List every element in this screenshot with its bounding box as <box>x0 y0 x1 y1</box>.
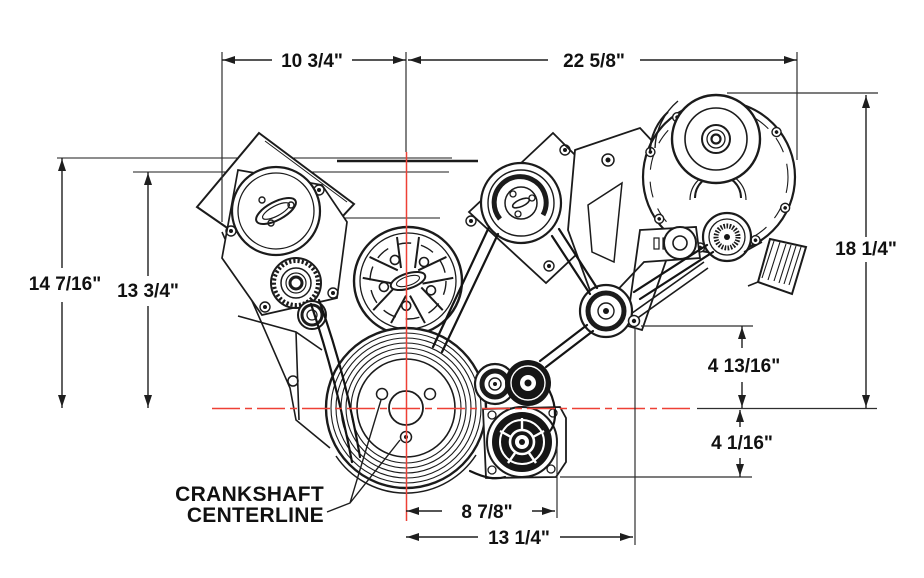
ps-pulley <box>270 257 322 309</box>
crankshaft-centerlines <box>212 152 877 521</box>
dim-label-bottom-outer: 13 1/4" <box>488 528 550 549</box>
spoked-idler-pulley <box>486 406 558 478</box>
dim-label-left-outer: 14 7/16" <box>29 274 101 295</box>
dim-label-top-left: 10 3/4" <box>281 51 343 72</box>
billet-center-pulley <box>352 225 464 337</box>
knurled-pulley <box>701 211 753 263</box>
dim-label-left-inner: 13 3/4" <box>117 281 179 302</box>
dim-label-right-lower-offset: 4 1/16" <box>711 433 773 454</box>
dim-label-top-right: 22 5/8" <box>563 51 625 72</box>
dim-right-upper-offset: 4 13/16" <box>708 326 780 408</box>
serpentine-belt <box>309 225 715 480</box>
dim-bottom-outer-width: 13 1/4" <box>406 528 633 549</box>
dim-top-right-width: 22 5/8" <box>408 51 797 72</box>
water-outlet <box>743 237 808 296</box>
dim-top-left-width: 10 3/4" <box>222 51 406 72</box>
billet-spokes <box>362 236 454 324</box>
callout-line1: CRANKSHAFT <box>175 483 324 506</box>
dim-right-height: 18 1/4" <box>835 95 897 408</box>
dim-label-bottom-inner: 8 7/8" <box>461 502 512 523</box>
dim-bottom-inner-width: 8 7/8" <box>406 502 555 523</box>
alternator-pulley <box>649 93 762 185</box>
dim-label-right-height: 18 1/4" <box>835 239 897 260</box>
callout-leader-lines <box>326 399 401 513</box>
tensioner-assembly <box>578 226 702 339</box>
dim-left-outer-height: 14 7/16" <box>29 158 101 408</box>
ps-cap-logo <box>255 196 297 226</box>
crankshaft-centerline-callout: CRANKSHAFT CENTERLINE <box>175 399 401 527</box>
dim-right-lower-offset: 4 1/16" <box>711 410 773 477</box>
ps-idler-pulley <box>297 300 327 330</box>
callout-line2: CENTERLINE <box>187 504 324 527</box>
idler-pulley-dark <box>505 360 551 406</box>
dim-left-inner-height: 13 3/4" <box>117 172 179 408</box>
extension-lines <box>221 52 878 545</box>
dim-label-right-upper-offset: 4 13/16" <box>708 356 780 377</box>
